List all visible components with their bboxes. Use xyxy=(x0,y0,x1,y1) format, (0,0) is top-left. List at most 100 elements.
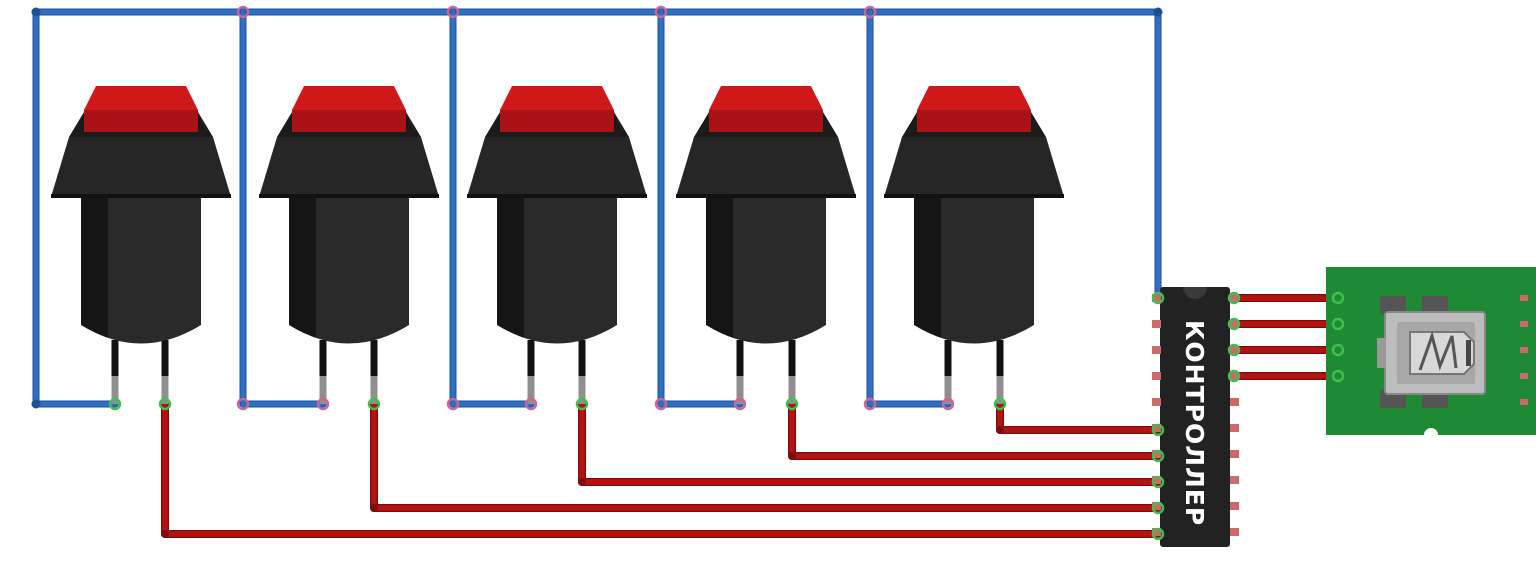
junction-top xyxy=(863,5,877,19)
push-button-3 xyxy=(467,86,647,404)
signal-wire-1-core xyxy=(162,401,1161,537)
button-leg-tip xyxy=(370,376,378,404)
button-group xyxy=(51,86,1064,404)
button-leg-tip xyxy=(578,376,586,404)
ground-wire-loop-2-core xyxy=(240,9,326,407)
chip-pins-right xyxy=(1230,294,1239,536)
button-leg-tip xyxy=(161,376,169,404)
chip-pin xyxy=(1152,476,1161,484)
chip-pin xyxy=(1152,424,1161,432)
chip-joint xyxy=(1151,501,1165,515)
button-leg xyxy=(161,340,169,378)
usb-board-edge-notch xyxy=(1424,428,1438,435)
leg-joint-right xyxy=(158,397,172,411)
button-leg-tip xyxy=(944,376,952,404)
junction-bottom xyxy=(863,397,877,411)
button-collar xyxy=(467,137,647,197)
button-cap-front xyxy=(500,110,614,132)
button-leg xyxy=(788,340,796,378)
button-leg-tip xyxy=(736,376,744,404)
usb-joint xyxy=(1331,291,1345,305)
push-button-2 xyxy=(259,86,439,404)
button-collar-edge xyxy=(51,194,231,198)
button-leg xyxy=(944,340,952,378)
button-leg-tip xyxy=(996,376,1004,404)
leg-joint-right xyxy=(993,397,1007,411)
button-leg xyxy=(111,340,119,378)
wire-bend xyxy=(996,426,1004,434)
button-collar-edge xyxy=(259,194,439,198)
button-collar-edge xyxy=(884,194,1064,198)
junction-bottom xyxy=(446,397,460,411)
button-collar xyxy=(51,137,231,197)
controller-label: КОНТРОЛЛЕР xyxy=(1180,320,1209,526)
usb-edge-pin xyxy=(1520,373,1528,379)
chip-joint xyxy=(1227,343,1241,357)
button-collar xyxy=(676,137,856,197)
push-button-5 xyxy=(884,86,1064,404)
usb-joint xyxy=(1331,317,1345,331)
chip-pin xyxy=(1152,502,1161,510)
chip-joint xyxy=(1151,291,1165,305)
button-leg-tip xyxy=(788,376,796,404)
chip-pin xyxy=(1230,424,1239,432)
signal-wire-5 xyxy=(996,400,1162,434)
leg-joint-left xyxy=(733,397,747,411)
chip-pin xyxy=(1152,346,1161,354)
leg-joint-left xyxy=(524,397,538,411)
button-collar xyxy=(884,137,1064,197)
usb-pad-top-left xyxy=(1380,296,1406,314)
ground-wire-loop-5-core xyxy=(867,9,951,407)
chip-joint xyxy=(1151,475,1165,489)
chip-joint xyxy=(1151,449,1165,463)
chip-pin xyxy=(1230,476,1239,484)
leg-joint-right xyxy=(367,397,381,411)
usb-edge-pin xyxy=(1520,347,1528,353)
button-cap-top xyxy=(709,86,823,110)
usb-edge-pin xyxy=(1520,321,1528,327)
button-cap-top xyxy=(84,86,198,110)
wire-bend xyxy=(788,452,796,460)
button-collar-edge xyxy=(467,194,647,198)
chip-pin xyxy=(1230,346,1239,354)
junction-top xyxy=(446,5,460,19)
button-cap-front xyxy=(917,110,1031,132)
ground-wire-loop-3-core xyxy=(450,9,534,407)
wire-bend xyxy=(370,504,378,512)
leg-joint-left xyxy=(316,397,330,411)
push-button-1 xyxy=(51,86,231,404)
chip-pin xyxy=(1152,398,1161,406)
button-leg-tip xyxy=(111,376,119,404)
usb-pad-top-right xyxy=(1422,296,1448,314)
signal-wire-1 xyxy=(161,400,1162,538)
chip-pin xyxy=(1230,398,1239,406)
button-leg-tip xyxy=(319,376,327,404)
wire-bend xyxy=(161,530,169,538)
chip-pin xyxy=(1152,450,1161,458)
usb-edge-pin xyxy=(1520,399,1528,405)
chip-pins-left xyxy=(1152,294,1161,536)
junction-top xyxy=(654,5,668,19)
usb-mini-connector-icon xyxy=(1377,311,1486,395)
button-cap-front xyxy=(292,110,406,132)
junction-bottom xyxy=(654,397,668,411)
button-body xyxy=(914,196,1034,344)
chip-pin xyxy=(1230,372,1239,380)
chip-pin xyxy=(1230,502,1239,510)
chip-joint xyxy=(1227,369,1241,383)
chip-pin xyxy=(1230,320,1239,328)
chip-pin xyxy=(1230,528,1239,536)
leg-joint-left xyxy=(941,397,955,411)
button-leg-tip xyxy=(527,376,535,404)
usb-edge-pin xyxy=(1520,295,1528,301)
button-cap-top xyxy=(292,86,406,110)
controller-chip: КОНТРОЛЛЕР xyxy=(1152,287,1239,547)
wire-end xyxy=(31,7,41,17)
wire-bend xyxy=(578,478,586,486)
chip-pin xyxy=(1152,372,1161,380)
signal-wire-3 xyxy=(578,400,1162,486)
button-body xyxy=(497,196,617,344)
button-leg xyxy=(527,340,535,378)
